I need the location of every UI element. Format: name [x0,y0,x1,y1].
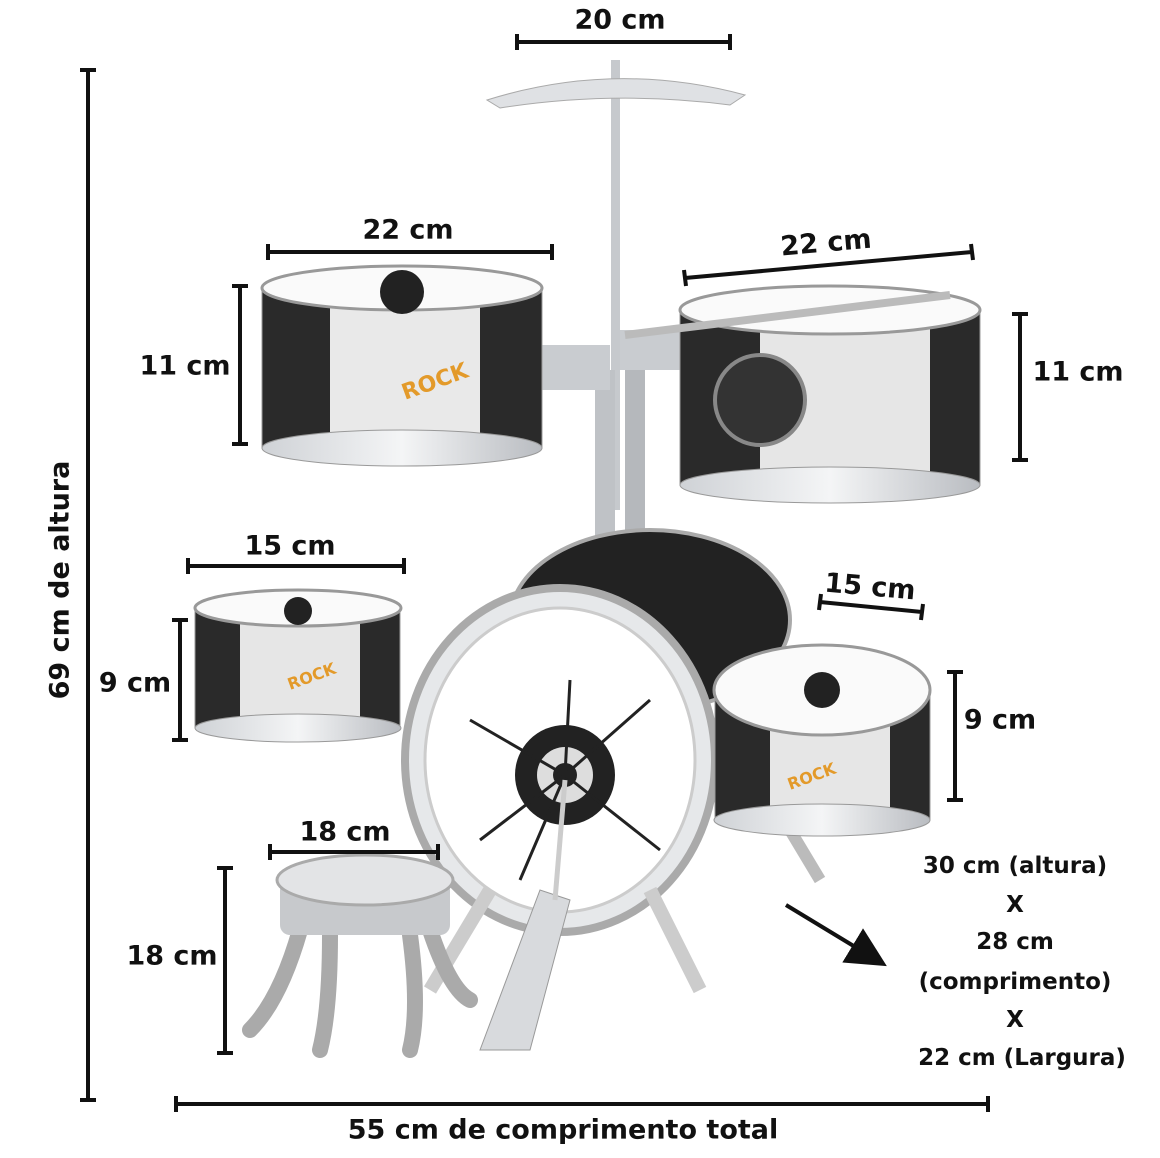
times-sign-2: X [1006,1007,1024,1033]
right-small-drum: ROCK [712,643,932,884]
left-tom-width-label: 22 cm [362,214,454,246]
total-height-label: 69 cm de altura [44,460,76,700]
cymbal [485,60,747,510]
left-small-drum-width-label: 15 cm [244,530,336,562]
bass-drum-arrow [784,903,887,967]
total-length-label: 55 cm de comprimento total [347,1114,779,1146]
left-tom: ROCK [260,264,544,467]
bass-drum-width: 22 cm (Largura) [918,1045,1126,1071]
right-tom [624,284,982,504]
left-small-drum-height-label: 9 cm [98,667,172,699]
bass-drum-length-caption: (comprimento) [918,969,1112,995]
stool [242,853,478,1058]
stool-height-label: 18 cm [126,940,218,972]
bass-drum [401,528,792,1051]
times-sign-1: X [1006,892,1024,918]
dimension-lines [80,34,1028,1112]
stool-width-label: 18 cm [299,816,391,848]
left-small-drum: ROCK [193,588,403,743]
right-tom-height-label: 11 cm [1032,356,1124,388]
cymbal-width-label: 20 cm [574,4,666,36]
left-tom-height-label: 11 cm [139,350,231,382]
tom-stand [595,370,615,550]
bass-drum-height: 30 cm (altura) [922,853,1108,879]
right-small-drum-height-label: 9 cm [963,704,1037,736]
bass-drum-length: 28 cm [976,929,1054,955]
